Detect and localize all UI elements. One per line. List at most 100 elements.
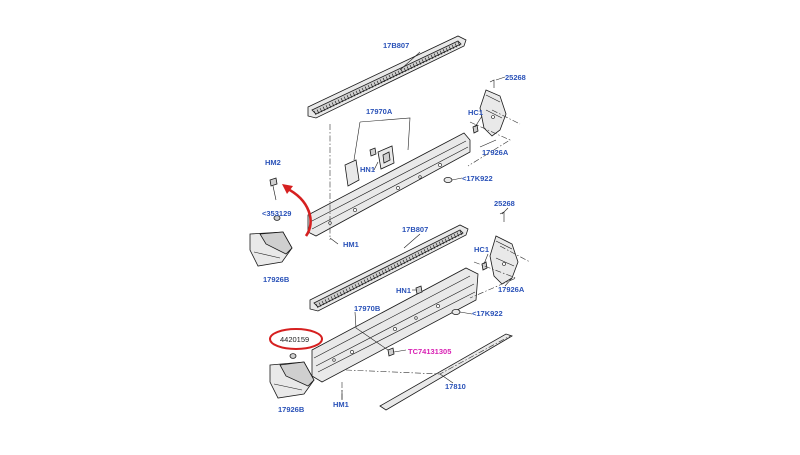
scuff-plate-rib xyxy=(361,87,365,93)
scuff-plate-rib xyxy=(418,60,422,65)
scuff-plate-rib xyxy=(459,230,463,236)
label-circled-part-number: 4420159 xyxy=(280,335,309,344)
scuff-plate-rib xyxy=(427,56,431,61)
scuff-plate-rib xyxy=(343,96,347,101)
lower-scuff-plate xyxy=(309,224,469,312)
scuff-plate-rib xyxy=(402,259,406,265)
label-upper-plug: <17K922 xyxy=(462,174,493,183)
scuff-plate-rib xyxy=(331,102,335,107)
scuff-plate-rib xyxy=(378,271,382,277)
label-lower-nut-hn1: HN1 xyxy=(396,286,411,295)
red-arrow-head xyxy=(282,184,293,194)
scuff-plate-rib xyxy=(444,238,448,243)
scuff-plate-rib xyxy=(390,265,394,271)
upper-left-end-cap xyxy=(249,231,293,267)
scuff-plate-rib xyxy=(421,59,425,64)
label-lower-bracket-right: 17926A xyxy=(498,285,525,294)
scuff-plate-rib xyxy=(364,86,368,91)
scuff-plate-rib xyxy=(391,73,395,78)
upper-bumper-beam xyxy=(307,132,471,237)
scuff-plate-rib xyxy=(424,57,428,62)
label-upper-fastener-left: <353129 xyxy=(262,209,291,218)
lower-assembly xyxy=(269,207,531,411)
part-labels: 17B807 25268 HC1 17926A 17970A HN1 <17K9… xyxy=(262,41,526,414)
label-upper-bracket-right: 17926A xyxy=(482,148,509,157)
scuff-plate-rib xyxy=(439,50,443,55)
label-upper-bracket-center: 17970A xyxy=(366,107,393,116)
scuff-plate-rib xyxy=(429,246,433,251)
scuff-plate-rib xyxy=(456,232,460,237)
scuff-plate-rib xyxy=(330,296,334,301)
label-upper-scuff-plate: 17B807 xyxy=(383,41,409,50)
scuff-plate-rib xyxy=(397,70,401,75)
scuff-plate-rib xyxy=(319,107,323,113)
scuff-plate-rib xyxy=(381,270,385,275)
scuff-plate-rib xyxy=(454,43,458,48)
scuff-plate-rib xyxy=(453,233,457,239)
scuff-plate-rib xyxy=(432,244,436,249)
scuff-plate-rib xyxy=(327,297,331,303)
scuff-plate-rib xyxy=(414,253,418,258)
scuff-plate-rib xyxy=(399,261,403,266)
scuff-plate-rib xyxy=(451,44,455,50)
scuff-plate-rib xyxy=(367,84,371,90)
label-upper-nut-hn1: HN1 xyxy=(360,165,375,174)
label-service-part-pink: TC74131305 xyxy=(408,347,451,356)
scuff-plate-rib xyxy=(420,250,424,255)
upper-assembly xyxy=(249,35,521,267)
scuff-plate-rib xyxy=(363,279,367,284)
scuff-plate-rib xyxy=(412,63,416,68)
scuff-plate-rib xyxy=(436,51,440,57)
scuff-plate-rib xyxy=(372,274,376,280)
scuff-plate-rib xyxy=(324,299,328,304)
scuff-plate-rib xyxy=(328,103,332,108)
scuff-plate-rib xyxy=(411,255,415,260)
scuff-plate-rib xyxy=(345,288,349,293)
label-lower-retainer-right: 25268 xyxy=(494,199,515,208)
scuff-plate-rib xyxy=(447,236,451,242)
scuff-plate-rib xyxy=(394,72,398,77)
scuff-plate-rib xyxy=(382,77,386,83)
scuff-plate-rib xyxy=(355,90,359,96)
scuff-plate-rib xyxy=(360,281,364,286)
scuff-plate-rib xyxy=(442,49,446,54)
scuff-plate-rib xyxy=(430,54,434,60)
scuff-plate-rib xyxy=(369,276,373,281)
scuff-plate-rib xyxy=(348,287,352,292)
upper-right-end-bracket xyxy=(479,89,507,137)
scuff-plate-rib xyxy=(405,258,409,263)
label-lower-end-cap-left: 17926B xyxy=(278,405,305,414)
scuff-plate-rib xyxy=(450,235,454,240)
scuff-plate-rib xyxy=(358,89,362,94)
scuff-plate-rib xyxy=(315,303,319,309)
upper-center-bracket xyxy=(344,145,395,187)
scuff-plate-rib xyxy=(370,83,374,88)
scuff-plate-rib xyxy=(457,41,461,47)
scuff-plate-rib xyxy=(336,293,340,298)
scuff-plate-rib xyxy=(313,110,317,116)
scuff-plate-rib xyxy=(417,252,421,257)
scuff-plate-rib xyxy=(445,47,449,52)
label-upper-retainer-right: 25268 xyxy=(505,73,526,82)
scuff-plate-rib xyxy=(408,256,412,261)
scuff-plate-rib xyxy=(441,239,445,245)
scuff-plate-rib xyxy=(393,264,397,269)
scuff-plate-rib xyxy=(400,69,404,74)
scuff-plate-rib xyxy=(333,294,337,300)
lower-left-end-cap xyxy=(269,361,315,399)
scuff-plate-rib xyxy=(396,262,400,268)
scuff-plate-rib xyxy=(316,109,320,114)
upper-scuff-plate xyxy=(307,35,467,119)
scuff-plate-rib xyxy=(354,284,358,289)
scuff-plate-rib xyxy=(387,267,391,272)
label-lower-bracket-center: 17970B xyxy=(354,304,381,313)
scuff-plate-rib xyxy=(433,53,437,58)
scuff-plate-rib xyxy=(346,95,350,100)
label-upper-bolt-hm1: HM1 xyxy=(343,240,359,249)
scuff-plate-rib xyxy=(321,300,325,306)
scuff-plate-rib xyxy=(409,64,413,70)
scuff-plate-rib xyxy=(339,291,343,296)
label-lower-clip-hc1: HC1 xyxy=(474,245,489,254)
label-lower-bolt-hm1: HM1 xyxy=(333,400,349,409)
